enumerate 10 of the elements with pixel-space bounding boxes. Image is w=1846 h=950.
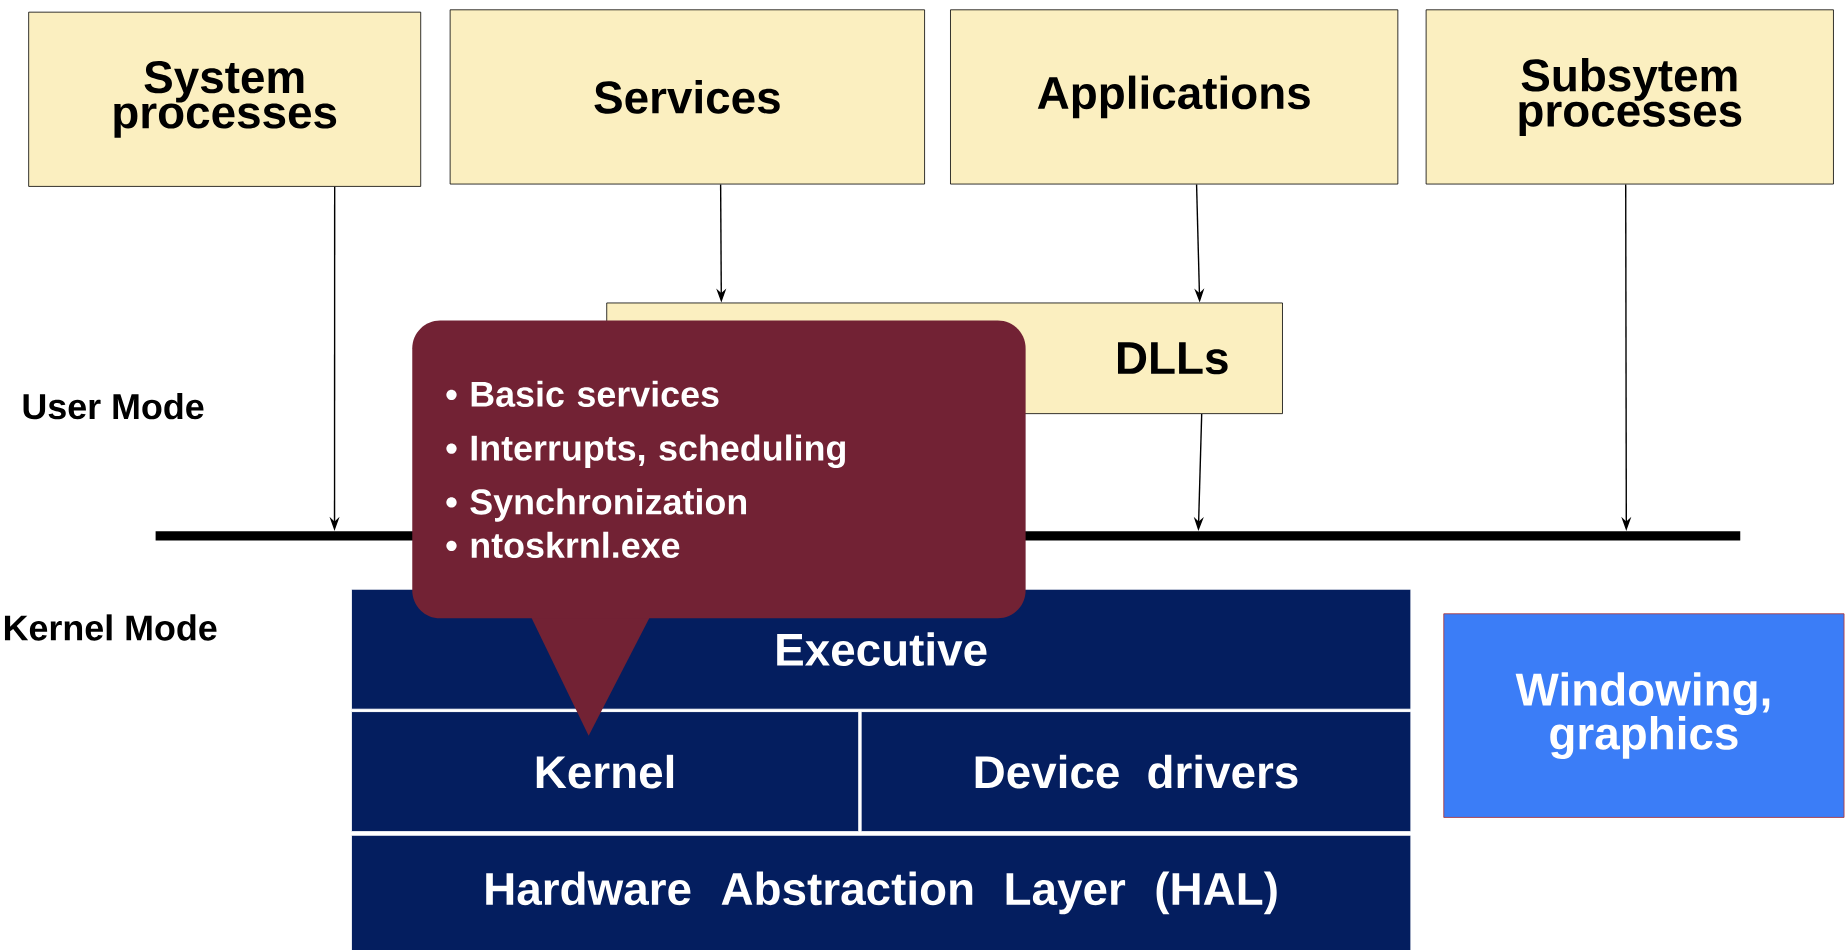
mode-label: Kernel Mode	[4, 614, 217, 641]
layer-box: Kernel	[350, 711, 860, 833]
layer-box: Hardware Abstraction Layer (HAL)	[350, 834, 1412, 950]
process-box: System processes	[28, 11, 422, 187]
mode-label: User Mode	[23, 392, 204, 420]
process-box: Applications	[950, 9, 1399, 185]
layer-box: Device drivers	[860, 711, 1412, 833]
process-box: Services	[449, 9, 925, 185]
component-box: Windowing, graphics	[1443, 613, 1845, 818]
process-box: Subsytem processes	[1425, 9, 1834, 185]
